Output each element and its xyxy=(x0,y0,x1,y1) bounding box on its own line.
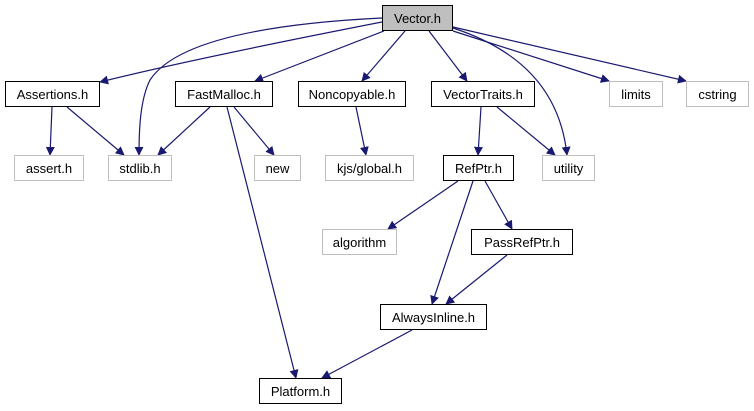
node-platform-h[interactable]: Platform.h xyxy=(259,378,342,404)
edge-vector-to-noncopyable xyxy=(361,30,406,82)
node-label: Vector.h xyxy=(394,10,441,26)
edge-vector-to-stdlib xyxy=(134,17,383,156)
node-passrefptr-h[interactable]: PassRefPtr.h xyxy=(471,229,573,255)
edge-vector-to-assertions xyxy=(99,21,383,85)
node-cstring: cstring xyxy=(686,81,749,107)
edge-vector-to-cstring xyxy=(452,26,687,84)
node-fastmalloc-h[interactable]: FastMalloc.h xyxy=(175,81,273,107)
node-label: assert.h xyxy=(25,160,73,176)
node-label: cstring xyxy=(698,86,737,102)
edge-fastmalloc-to-new xyxy=(233,106,275,156)
edge-refptr-to-algorithm xyxy=(387,180,459,230)
edge-refptr-to-passrefptr xyxy=(484,180,513,230)
edge-alwaysinline-to-platform xyxy=(321,329,413,379)
edge-fastmalloc-to-platform xyxy=(226,106,299,379)
node-label: VectorTraits.h xyxy=(443,86,523,102)
edge-vector-to-fastmalloc xyxy=(254,30,385,83)
node-label: AlwaysInline.h xyxy=(391,309,476,325)
edge-vector-to-utility xyxy=(452,27,571,156)
node-limits: limits xyxy=(609,81,663,107)
node-vectortraits-h[interactable]: VectorTraits.h xyxy=(431,81,535,107)
edge-vectortraits-to-refptr xyxy=(474,106,483,156)
node-label: utility xyxy=(553,160,584,176)
node-kjs-global-h: kjs/global.h xyxy=(325,155,414,181)
node-stdlib-h: stdlib.h xyxy=(108,155,172,181)
node-label: limits xyxy=(621,86,651,102)
node-new: new xyxy=(254,155,301,181)
node-assert-h: assert.h xyxy=(14,155,84,181)
edge-vectortraits-to-utility xyxy=(496,106,556,156)
edge-vector-to-vectortraits xyxy=(428,30,468,82)
node-label: Noncopyable.h xyxy=(308,86,396,102)
node-vector-h: Vector.h xyxy=(382,5,453,31)
node-utility: utility xyxy=(542,155,595,181)
edge-fastmalloc-to-stdlib xyxy=(157,106,211,156)
node-label: kjs/global.h xyxy=(336,160,403,176)
node-algorithm: algorithm xyxy=(322,229,397,255)
node-label: Platform.h xyxy=(270,383,331,399)
node-label: algorithm xyxy=(332,234,387,250)
node-label: PassRefPtr.h xyxy=(484,234,560,250)
node-label: FastMalloc.h xyxy=(187,86,261,102)
node-label: RefPtr.h xyxy=(455,160,502,176)
edge-assertions-to-assert xyxy=(45,106,55,156)
node-assertions-h[interactable]: Assertions.h xyxy=(5,81,100,107)
edge-refptr-to-alwaysinline xyxy=(430,180,474,305)
node-label: Assertions.h xyxy=(16,86,89,102)
edge-assertions-to-stdlib xyxy=(66,106,125,156)
edge-passrefptr-to-alwaysinline xyxy=(445,254,508,305)
edge-noncopyable-to-kjsglobal xyxy=(355,106,369,156)
node-refptr-h[interactable]: RefPtr.h xyxy=(443,155,514,181)
node-label: new xyxy=(265,160,290,176)
node-label: stdlib.h xyxy=(119,160,161,176)
node-noncopyable-h[interactable]: Noncopyable.h xyxy=(298,81,406,107)
node-alwaysinline-h[interactable]: AlwaysInline.h xyxy=(380,304,487,330)
edge-vector-to-limits xyxy=(452,30,610,83)
